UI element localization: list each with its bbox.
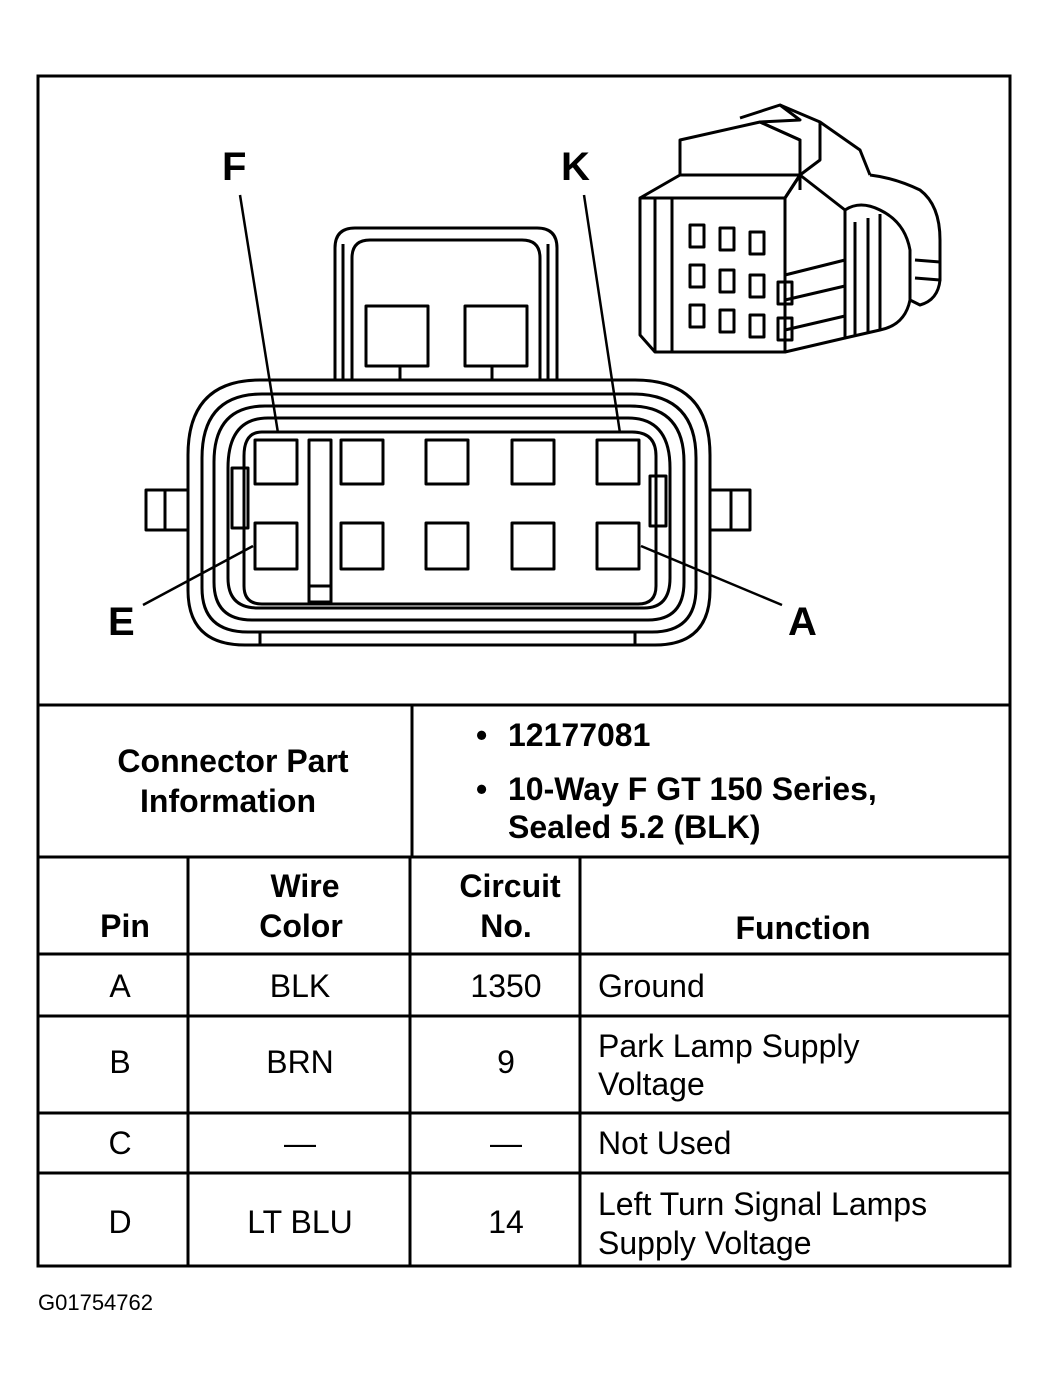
connector-description-line2: Sealed 5.2 (BLK) xyxy=(508,809,761,845)
row-a-pin: A xyxy=(109,968,131,1004)
header-pin: Pin xyxy=(100,908,150,944)
part-number: 12177081 xyxy=(508,717,650,753)
table-grid xyxy=(38,705,1010,1266)
row-b-function-line2: Voltage xyxy=(598,1066,705,1102)
connector-info-label-line2: Information xyxy=(140,783,316,819)
row-a-wire-color: BLK xyxy=(270,968,330,1004)
figure-id: G01754762 xyxy=(38,1290,153,1315)
row-d-wire-color: LT BLU xyxy=(247,1204,353,1240)
header-function: Function xyxy=(735,910,870,946)
connector-face-diagram xyxy=(142,194,783,647)
callout-a: A xyxy=(788,600,817,644)
row-a-function: Ground xyxy=(598,968,705,1004)
header-circuit-line1: Circuit xyxy=(459,868,561,904)
row-c-wire-color: — xyxy=(284,1125,316,1161)
row-b-wire-color: BRN xyxy=(266,1044,334,1080)
row-d-function-line1: Left Turn Signal Lamps xyxy=(598,1186,927,1222)
row-b-circuit: 9 xyxy=(497,1044,515,1080)
connector-description-line1: 10-Way F GT 150 Series, xyxy=(508,771,877,807)
row-b-pin: B xyxy=(109,1044,130,1080)
header-wire-color-line2: Color xyxy=(259,908,343,944)
row-c-pin: C xyxy=(108,1125,131,1161)
callout-f: F xyxy=(222,145,246,189)
outer-frame xyxy=(36,74,1012,1268)
row-a-circuit: 1350 xyxy=(470,968,541,1004)
connector-isometric-view xyxy=(638,103,942,354)
row-c-circuit: — xyxy=(490,1125,522,1161)
row-c-function: Not Used xyxy=(598,1125,731,1161)
header-wire-color-line1: Wire xyxy=(270,868,339,904)
row-d-pin: D xyxy=(108,1204,131,1240)
connector-info-label-line1: Connector Part xyxy=(117,743,348,779)
row-b-function-line1: Park Lamp Supply xyxy=(598,1028,859,1064)
bullet-part-number: • xyxy=(476,717,487,753)
callout-k: K xyxy=(561,145,590,189)
callout-e: E xyxy=(108,600,135,644)
row-d-circuit: 14 xyxy=(488,1204,524,1240)
header-circuit-line2: No. xyxy=(480,908,532,944)
row-d-function-line2: Supply Voltage xyxy=(598,1225,812,1261)
bullet-description: • xyxy=(476,771,487,807)
